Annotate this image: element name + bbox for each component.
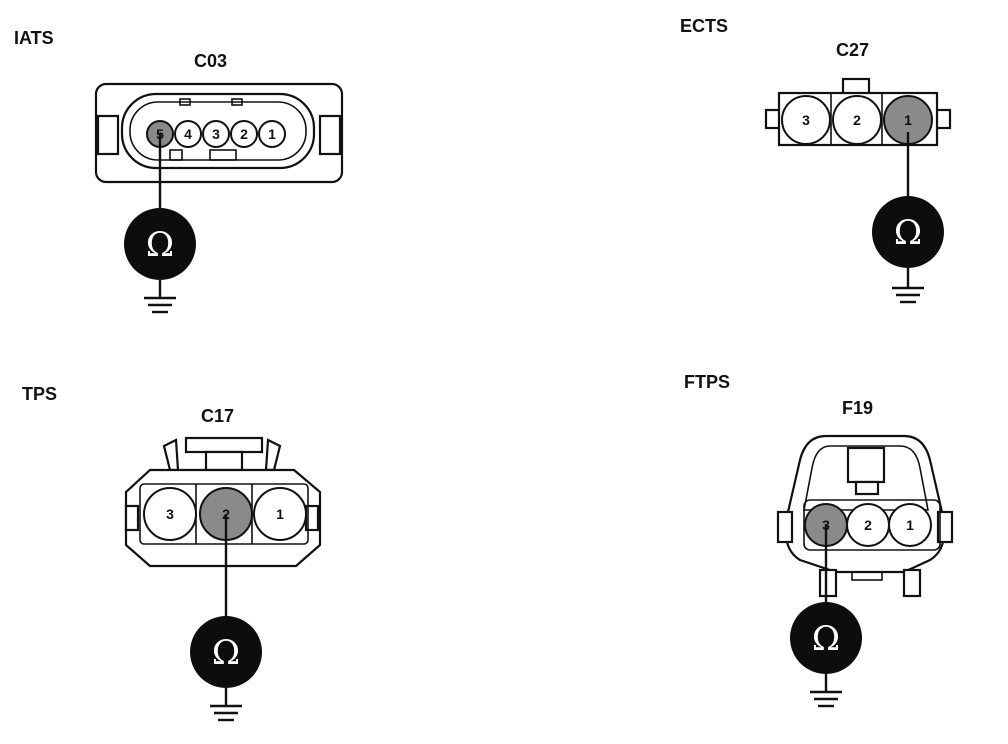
ohmmeter-icon: Ω bbox=[190, 616, 262, 688]
ohmmeter-icon: Ω bbox=[124, 208, 196, 280]
ects-pin-2 bbox=[832, 95, 882, 145]
ects-meter-symbol: Ω bbox=[894, 213, 922, 253]
ftps-pin-1 bbox=[888, 503, 932, 547]
ftps-pin-1-label: 1 bbox=[906, 517, 914, 533]
ects-pin-2-label: 2 bbox=[853, 112, 861, 128]
ftps-label: FTPS bbox=[684, 372, 730, 392]
iats-label: IATS bbox=[14, 28, 54, 48]
ects-panel: ECTS C27 3 2 1 Ω bbox=[680, 16, 952, 304]
tps-meter-symbol: Ω bbox=[212, 633, 240, 673]
iats-connector-label: C03 bbox=[194, 51, 227, 71]
iats-pin-1-label: 1 bbox=[268, 126, 276, 142]
tps-connector-label: C17 bbox=[201, 406, 234, 426]
tps-pin-3 bbox=[143, 487, 197, 541]
iats-pin-2-label: 2 bbox=[240, 126, 248, 142]
ground-icon bbox=[892, 268, 924, 304]
ftps-panel: FTPS F19 3 2 1 Ω bbox=[684, 372, 954, 708]
tps-label: TPS bbox=[22, 384, 57, 404]
ground-icon bbox=[144, 280, 176, 314]
ground-icon bbox=[810, 674, 842, 708]
ects-pin-3 bbox=[781, 95, 831, 145]
iats-pin-4-label: 4 bbox=[184, 126, 192, 142]
ohmmeter-icon: Ω bbox=[872, 196, 944, 268]
ftps-meter-symbol: Ω bbox=[812, 619, 840, 659]
ohmmeter-icon: Ω bbox=[790, 602, 862, 674]
iats-pin-4 bbox=[174, 120, 202, 148]
tps-pin-1 bbox=[253, 487, 307, 541]
ground-icon bbox=[210, 688, 242, 722]
ects-pin-1-label: 1 bbox=[904, 112, 912, 128]
ftps-pin-2-label: 2 bbox=[864, 517, 872, 533]
iats-pin-3-label: 3 bbox=[212, 126, 220, 142]
ects-connector-label: C27 bbox=[836, 40, 869, 60]
ects-pin-3-label: 3 bbox=[802, 112, 810, 128]
iats-panel: IATS C03 5 4 3 2 1 Ω bbox=[14, 28, 344, 314]
tps-pin-3-label: 3 bbox=[166, 506, 174, 522]
ftps-connector-label: F19 bbox=[842, 398, 873, 418]
tps-panel: TPS C17 3 2 1 Ω bbox=[22, 384, 322, 722]
iats-pin-3 bbox=[202, 120, 230, 148]
iats-pin-2 bbox=[230, 120, 258, 148]
tps-pin-1-label: 1 bbox=[276, 506, 284, 522]
iats-pin-1 bbox=[258, 120, 286, 148]
iats-meter-symbol: Ω bbox=[146, 225, 174, 265]
ects-label: ECTS bbox=[680, 16, 728, 36]
